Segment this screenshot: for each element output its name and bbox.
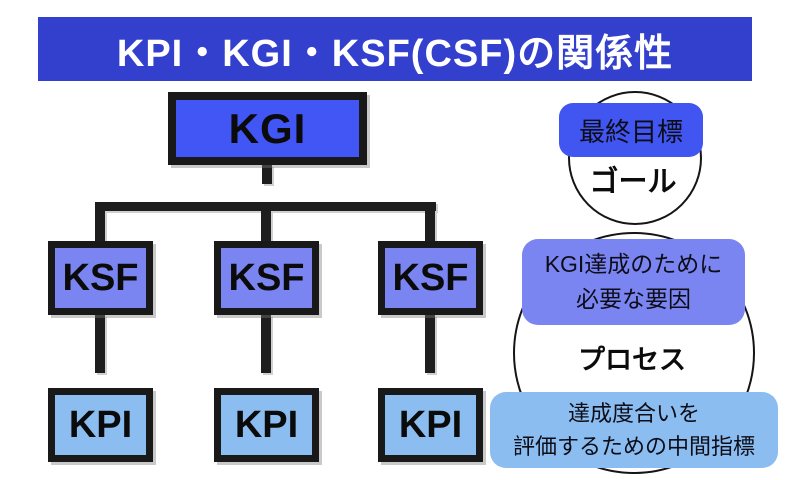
kpi-badge-line2: 評価するための中間指標	[512, 434, 755, 459]
connector-drop-2	[261, 211, 271, 241]
ksf-label: KSF	[62, 256, 139, 299]
process-label: プロセス	[578, 345, 686, 375]
connector-drop-3	[425, 211, 435, 241]
connector-ksf-kpi-2	[261, 315, 271, 373]
kpi-label: KPI	[398, 403, 463, 446]
kpi-box-3: KPI	[378, 388, 483, 462]
ksf-label: KSF	[228, 256, 305, 299]
kpi-badge-line1: 達成度合いを	[567, 401, 700, 426]
ksf-label: KSF	[392, 256, 469, 299]
process-badge: KGI達成のために 必要な要因	[522, 239, 745, 325]
kgi-box: KGI	[168, 92, 367, 165]
kpi-label: KPI	[68, 403, 133, 446]
kpi-box-2: KPI	[214, 388, 319, 462]
goal-badge-text: 最終目標	[578, 116, 683, 147]
goal-badge: 最終目標	[559, 103, 703, 157]
kgi-label: KGI	[228, 104, 307, 152]
kpi-box-1: KPI	[48, 388, 153, 462]
process-badge-line2: 必要な要因	[576, 286, 691, 312]
goal-label: ゴール	[589, 166, 677, 198]
connector-drop-1	[95, 211, 105, 241]
connector-horizontal-line	[95, 202, 436, 211]
connector-kgi-stub	[262, 165, 272, 184]
kpi-label: KPI	[234, 403, 299, 446]
page-title: KPI・KGI・KSF(CSF)の関係性	[116, 32, 674, 75]
process-badge-line1: KGI達成のために	[544, 251, 723, 277]
ksf-box-3: KSF	[378, 241, 483, 315]
ksf-box-1: KSF	[48, 241, 153, 315]
title-bar: KPI・KGI・KSF(CSF)の関係性	[38, 17, 752, 81]
ksf-box-2: KSF	[214, 241, 319, 315]
connector-ksf-kpi-3	[425, 315, 435, 373]
kpi-badge: 達成度合いを 評価するための中間指標	[490, 392, 778, 468]
connector-ksf-kpi-1	[95, 315, 105, 373]
